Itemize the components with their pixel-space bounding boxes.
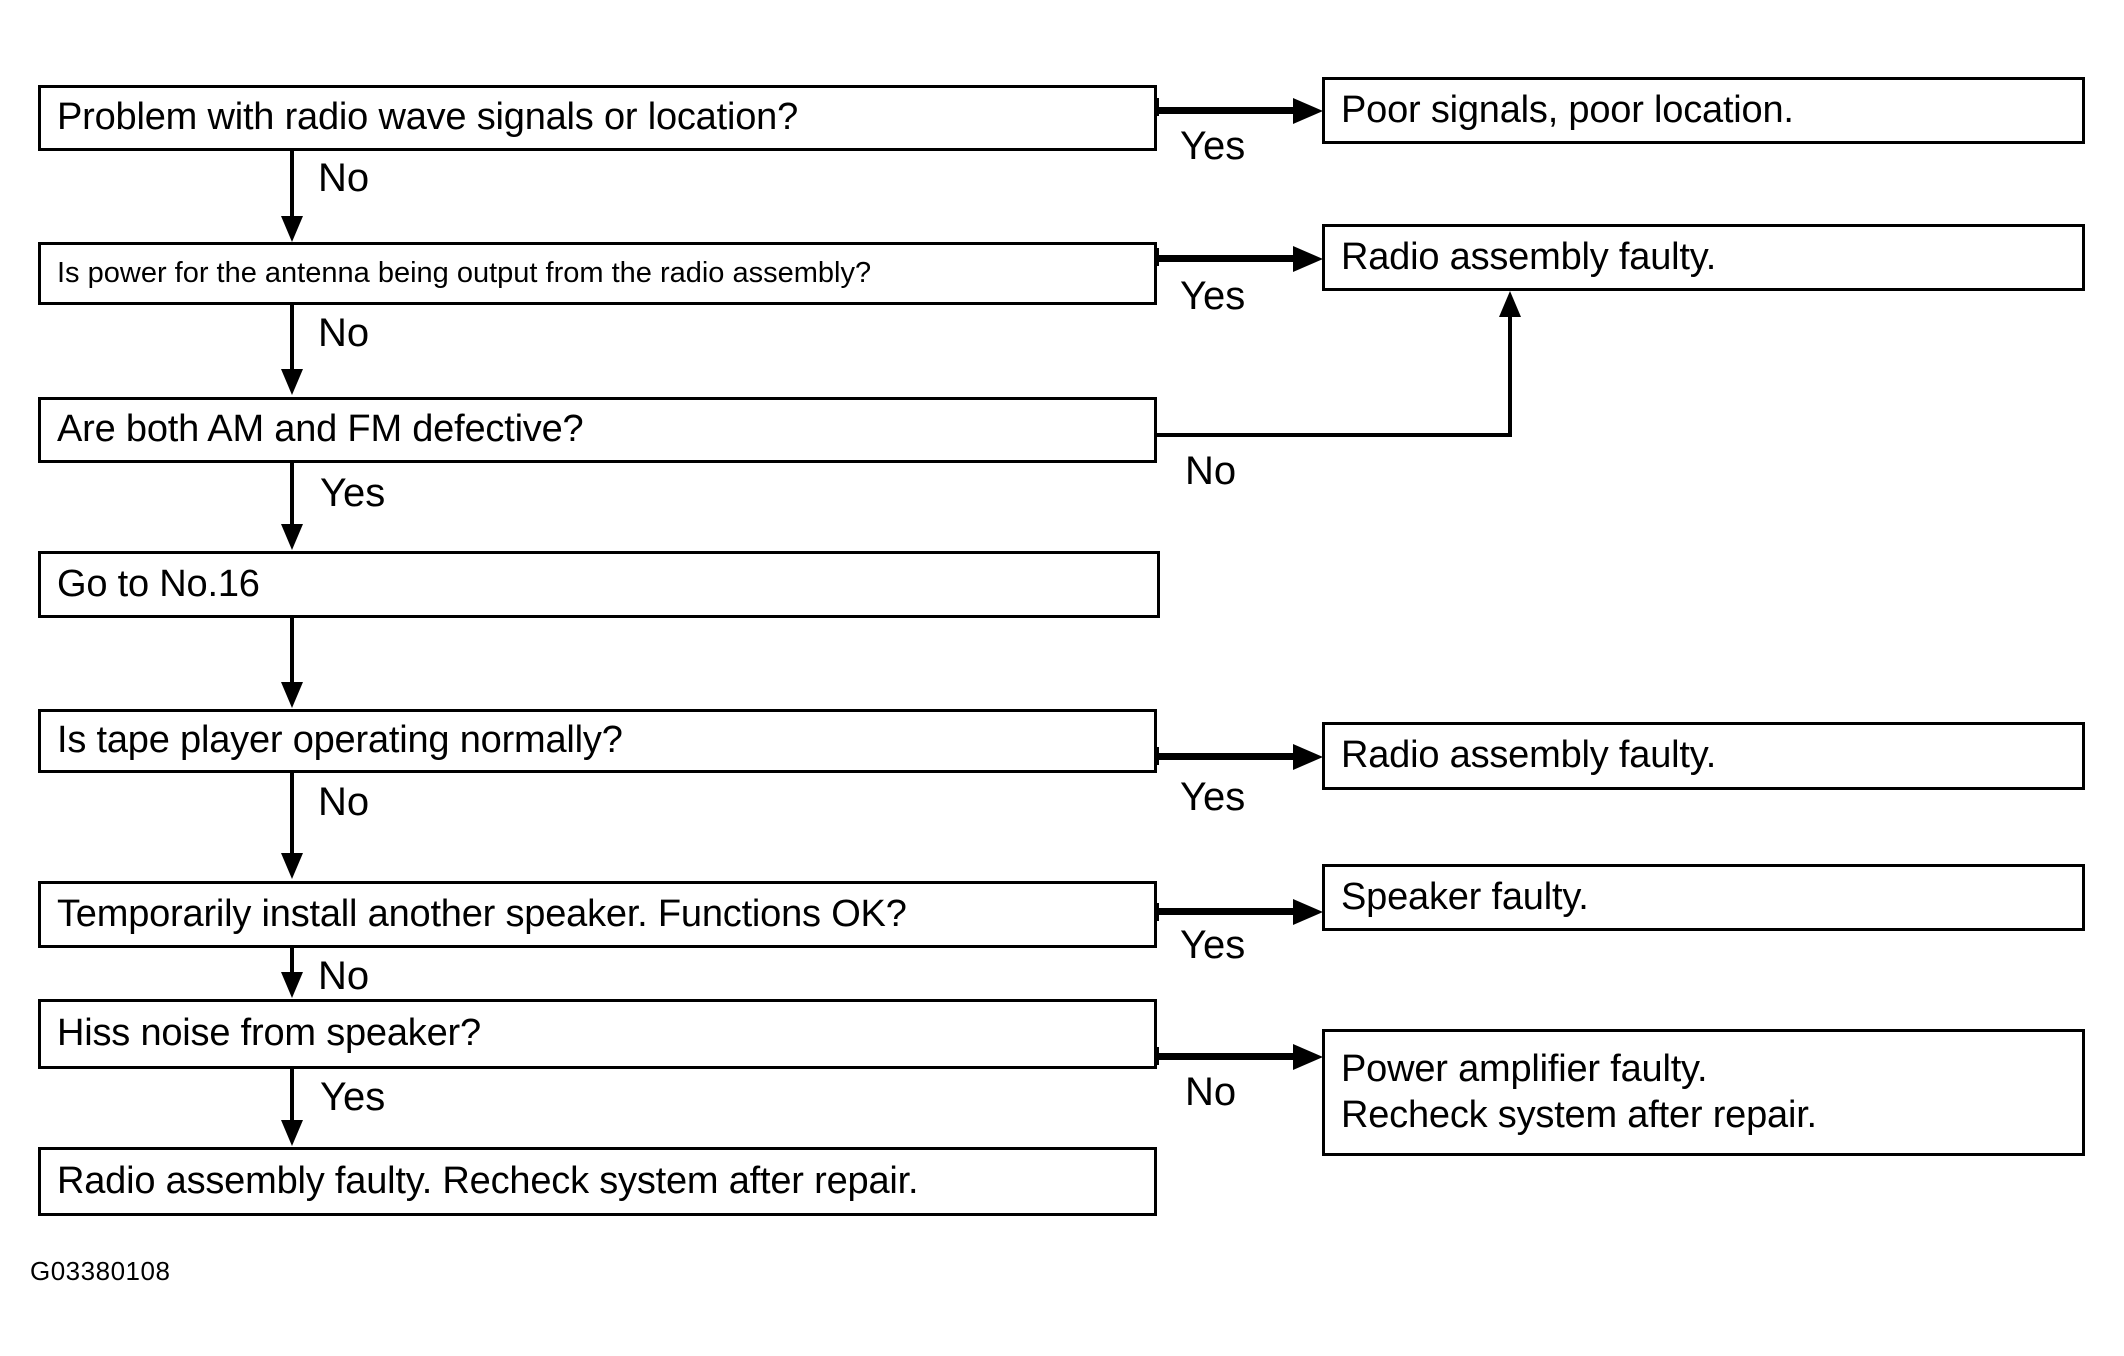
node-radio-assembly-faulty-2[interactable]: Radio assembly faulty. (1322, 722, 2085, 790)
arrow-q5-yes (1293, 744, 1323, 770)
arrow-q5-to-q6 (281, 853, 303, 879)
node-radio-assembly-faulty-recheck[interactable]: Radio assembly faulty. Recheck system af… (38, 1147, 1157, 1216)
edge-label-q2-yes: Yes (1180, 274, 1246, 318)
node-label: Problem with radio wave signals or locat… (57, 96, 799, 139)
arrow-q1-to-q2 (281, 216, 303, 242)
connector-q5-yes (1157, 753, 1295, 760)
edge-label-q7-no: No (1185, 1070, 1237, 1114)
arrow-q3-no (1499, 291, 1521, 317)
arrow-q2-to-q3 (281, 369, 303, 395)
edge-label-q1-no: No (318, 156, 370, 200)
edge-label-q3-yes: Yes (320, 471, 386, 515)
arrow-q6-to-q7 (281, 972, 303, 998)
node-tape-player-normal[interactable]: Is tape player operating normally? (38, 709, 1157, 773)
connector-q6-to-q7 (290, 948, 294, 975)
node-label: Radio assembly faulty. (1341, 235, 1717, 278)
figure-caption: G03380108 (30, 1256, 171, 1286)
node-antenna-power[interactable]: Is power for the antenna being output fr… (38, 242, 1157, 305)
node-label: Radio assembly faulty. Recheck system af… (57, 1159, 919, 1202)
connector-q7-to-final (290, 1069, 294, 1123)
connector-q3-to-q4 (290, 463, 294, 526)
edge-label-q6-no: No (318, 954, 370, 998)
node-poor-signals-poor-location[interactable]: Poor signals, poor location. (1322, 77, 2085, 144)
arrow-q7-to-final (281, 1120, 303, 1146)
node-label: Temporarily install another speaker. Fun… (57, 892, 907, 935)
node-label: Radio assembly faulty. (1341, 734, 1717, 777)
connector-q5-to-q6 (290, 773, 294, 855)
node-label: Poor signals, poor location. (1341, 88, 1794, 131)
connector-q6-yes (1157, 908, 1295, 915)
connector-q2-yes (1157, 255, 1295, 262)
node-go-to-no16[interactable]: Go to No.16 (38, 551, 1160, 618)
connector-q4-to-q5 (290, 618, 294, 684)
edge-label-q7-yes: Yes (320, 1075, 386, 1119)
node-power-amplifier-faulty[interactable]: Power amplifier faulty. Recheck system a… (1322, 1029, 2085, 1156)
connector-q1-to-q2 (290, 151, 294, 220)
edge-label-q3-no: No (1185, 449, 1237, 493)
node-label: Hiss noise from speaker? (57, 1012, 481, 1055)
arrow-q1-yes (1293, 98, 1323, 124)
node-label: Go to No.16 (57, 562, 260, 605)
arrow-q4-to-q5 (281, 682, 303, 708)
edge-label-q2-no: No (318, 311, 370, 355)
node-hiss-noise[interactable]: Hiss noise from speaker? (38, 999, 1157, 1069)
node-install-another-speaker[interactable]: Temporarily install another speaker. Fun… (38, 881, 1157, 948)
connector-q3-no-riser (1508, 316, 1512, 436)
edge-label-q6-yes: Yes (1180, 923, 1246, 967)
connector-q7-no (1157, 1053, 1295, 1060)
node-am-fm-defective[interactable]: Are both AM and FM defective? (38, 397, 1157, 463)
arrow-q2-yes (1293, 246, 1323, 272)
node-label: Is tape player operating normally? (57, 719, 623, 762)
edge-label-q1-yes: Yes (1180, 124, 1246, 168)
connector-q2-to-q3 (290, 305, 294, 372)
connector-q1-yes (1157, 107, 1295, 114)
arrow-q3-to-q4 (281, 524, 303, 550)
node-speaker-faulty[interactable]: Speaker faulty. (1322, 864, 2085, 931)
connector-q3-no-horizontal (1157, 433, 1512, 437)
node-problem-radio-wave[interactable]: Problem with radio wave signals or locat… (38, 85, 1157, 151)
node-radio-assembly-faulty-1[interactable]: Radio assembly faulty. (1322, 224, 2085, 291)
node-label: Is power for the antenna being output fr… (57, 257, 872, 290)
node-label: Speaker faulty. (1341, 875, 1589, 918)
arrow-q6-yes (1293, 899, 1323, 925)
node-label: Are both AM and FM defective? (57, 408, 584, 451)
arrow-q7-no (1293, 1044, 1323, 1070)
edge-label-q5-no: No (318, 780, 370, 824)
node-label: Power amplifier faulty. Recheck system a… (1341, 1048, 1817, 1137)
edge-label-q5-yes: Yes (1180, 775, 1246, 819)
